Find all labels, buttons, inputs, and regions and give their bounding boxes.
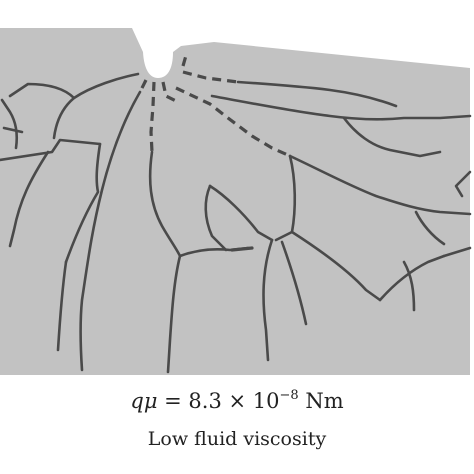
crack-left-upper-fork: [8, 82, 76, 100]
var-q: q: [130, 389, 144, 413]
crack-loop-right: [208, 184, 274, 242]
crack-dashed-center-short: [161, 81, 179, 104]
crack-right-down-1: [262, 238, 274, 362]
crack-left-mid-horizontal: [0, 138, 102, 162]
formula-unit: Nm: [298, 389, 344, 413]
caption-formula: qμ = 8.3 × 10−8 Nm: [0, 388, 474, 413]
crack-right-mid-fork: [414, 210, 446, 246]
crack-left-mid-branch: [64, 142, 102, 264]
crack-far-right-lower: [402, 260, 416, 312]
crack-center-lower-left: [166, 254, 182, 374]
dashed-cracks: [138, 51, 291, 158]
crack-right-fan: [290, 230, 382, 302]
crack-center-lower-right: [178, 246, 250, 258]
crack-dashed-upper-right: [182, 70, 239, 84]
crack-loop-bottom: [230, 246, 254, 252]
crack-dashed-right-main: [175, 86, 291, 158]
crack-left-far-down: [8, 150, 50, 248]
crack-right-edge-hook: [454, 170, 472, 198]
var-mu: μ: [143, 389, 158, 413]
crack-left-long-down: [79, 90, 142, 372]
solid-cracks: [0, 72, 472, 374]
crack-center-trunk: [148, 150, 182, 258]
crack-dashed-left-short: [138, 79, 148, 93]
specimen-panel: [0, 28, 470, 375]
crack-loop-left: [204, 184, 228, 252]
crack-left-edge-short: [2, 126, 24, 134]
crack-right-upper: [210, 94, 472, 121]
crack-dashed-top-tip: [181, 51, 189, 67]
crack-right-down-2: [280, 240, 308, 326]
crack-right-long-mid: [288, 154, 472, 216]
formula-value: = 8.3 × 10: [157, 389, 280, 413]
crack-left-edge-loop: [0, 98, 19, 150]
crack-right-fan-up: [378, 254, 446, 302]
crack-right-fan-end: [442, 246, 472, 258]
crack-right-upper-sub: [342, 116, 442, 158]
caption-label: Low fluid viscosity: [147, 428, 327, 450]
crack-dashed-center-down: [149, 81, 156, 153]
crack-right-top: [236, 80, 398, 108]
crack-left-lower: [56, 260, 68, 352]
formula-exponent: −8: [279, 388, 299, 403]
